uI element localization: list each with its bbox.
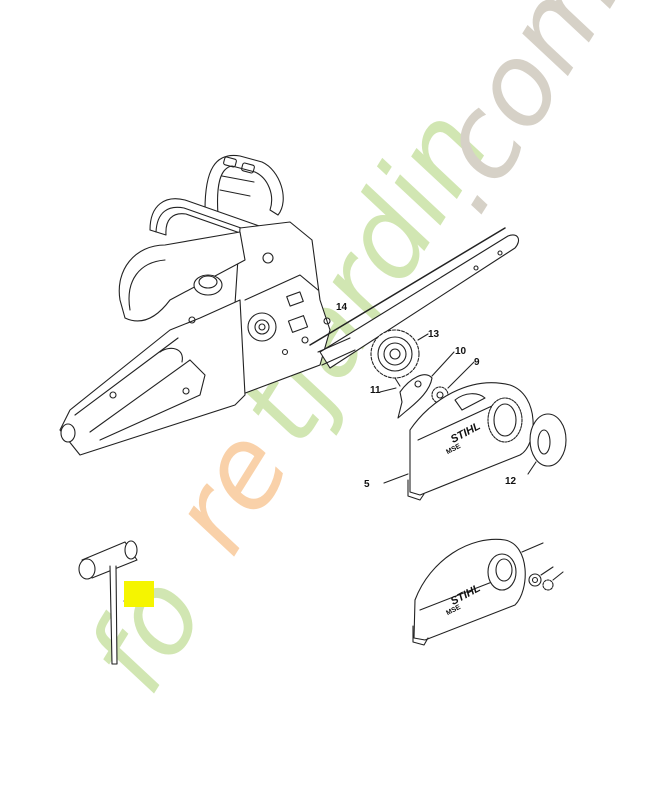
callout-11: 11 (370, 385, 381, 396)
sprocket-cover (383, 382, 534, 501)
callout-12: 12 (505, 476, 517, 487)
small-parts (379, 351, 475, 419)
combination-wrench (78, 540, 138, 665)
callout-13: 13 (428, 329, 440, 340)
side-cap (527, 413, 567, 475)
callout-10: 10 (455, 346, 467, 357)
guide-bar (309, 227, 520, 369)
highlight-marker (124, 581, 154, 607)
chainsaw-body (59, 154, 331, 456)
callout-5: 5 (364, 479, 370, 490)
callout-9: 9 (474, 357, 480, 368)
chain-cover (412, 538, 564, 646)
callout-14: 14 (336, 302, 348, 313)
sprocket (370, 329, 429, 379)
